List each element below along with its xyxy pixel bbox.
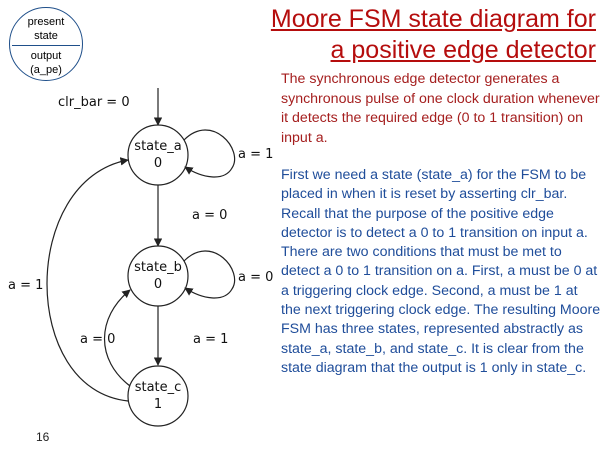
legend-state: state [34, 30, 58, 42]
state-b-self-loop [183, 250, 236, 299]
state-a-self-loop [183, 129, 236, 178]
legend-divider [12, 45, 80, 46]
state-b-circle [127, 245, 189, 307]
state-a-name: state_a [134, 139, 181, 154]
state-c-circle [127, 365, 189, 427]
state-legend: present state output (a_pe) [9, 7, 83, 81]
state-c-name: state_c [135, 380, 182, 395]
c-to-a-label: a = 1 [8, 278, 43, 293]
state-b-name: state_b [134, 260, 182, 275]
title-line-1: Moore FSM state diagram for [270, 5, 596, 33]
title-line-2: a positive edge detector [330, 36, 596, 64]
intro-paragraph: The synchronous edge detector generates … [281, 71, 600, 146]
legend-present: present [27, 16, 65, 28]
c-to-a-arrow [46, 157, 129, 402]
state-a-self-label: a = 1 [238, 147, 273, 162]
a-to-b-label: a = 0 [192, 208, 227, 223]
page-number: 16 [36, 430, 50, 444]
reset-label: clr_bar = 0 [58, 95, 130, 110]
slide-title: Moore FSM state diagram for a positive e… [271, 4, 596, 66]
c-to-b-arrow [103, 289, 131, 387]
c-to-b-label: a = 0 [80, 332, 115, 347]
state-b-output: 0 [154, 277, 162, 292]
state-b-self-label: a = 0 [238, 270, 273, 285]
legend-output: output [30, 50, 62, 62]
state-a-output: 0 [154, 156, 162, 171]
legend-output-name: (a_pe) [30, 64, 62, 76]
state-c-output: 1 [154, 397, 162, 412]
state-a-circle [127, 124, 189, 186]
fsm-state-diagram: clr_bar = 0 state_a 0 a = 1 a = 0 state_… [8, 88, 273, 427]
explanation-paragraph: First we need a state (state_a) for the … [281, 167, 601, 376]
b-to-c-label: a = 1 [193, 332, 228, 347]
